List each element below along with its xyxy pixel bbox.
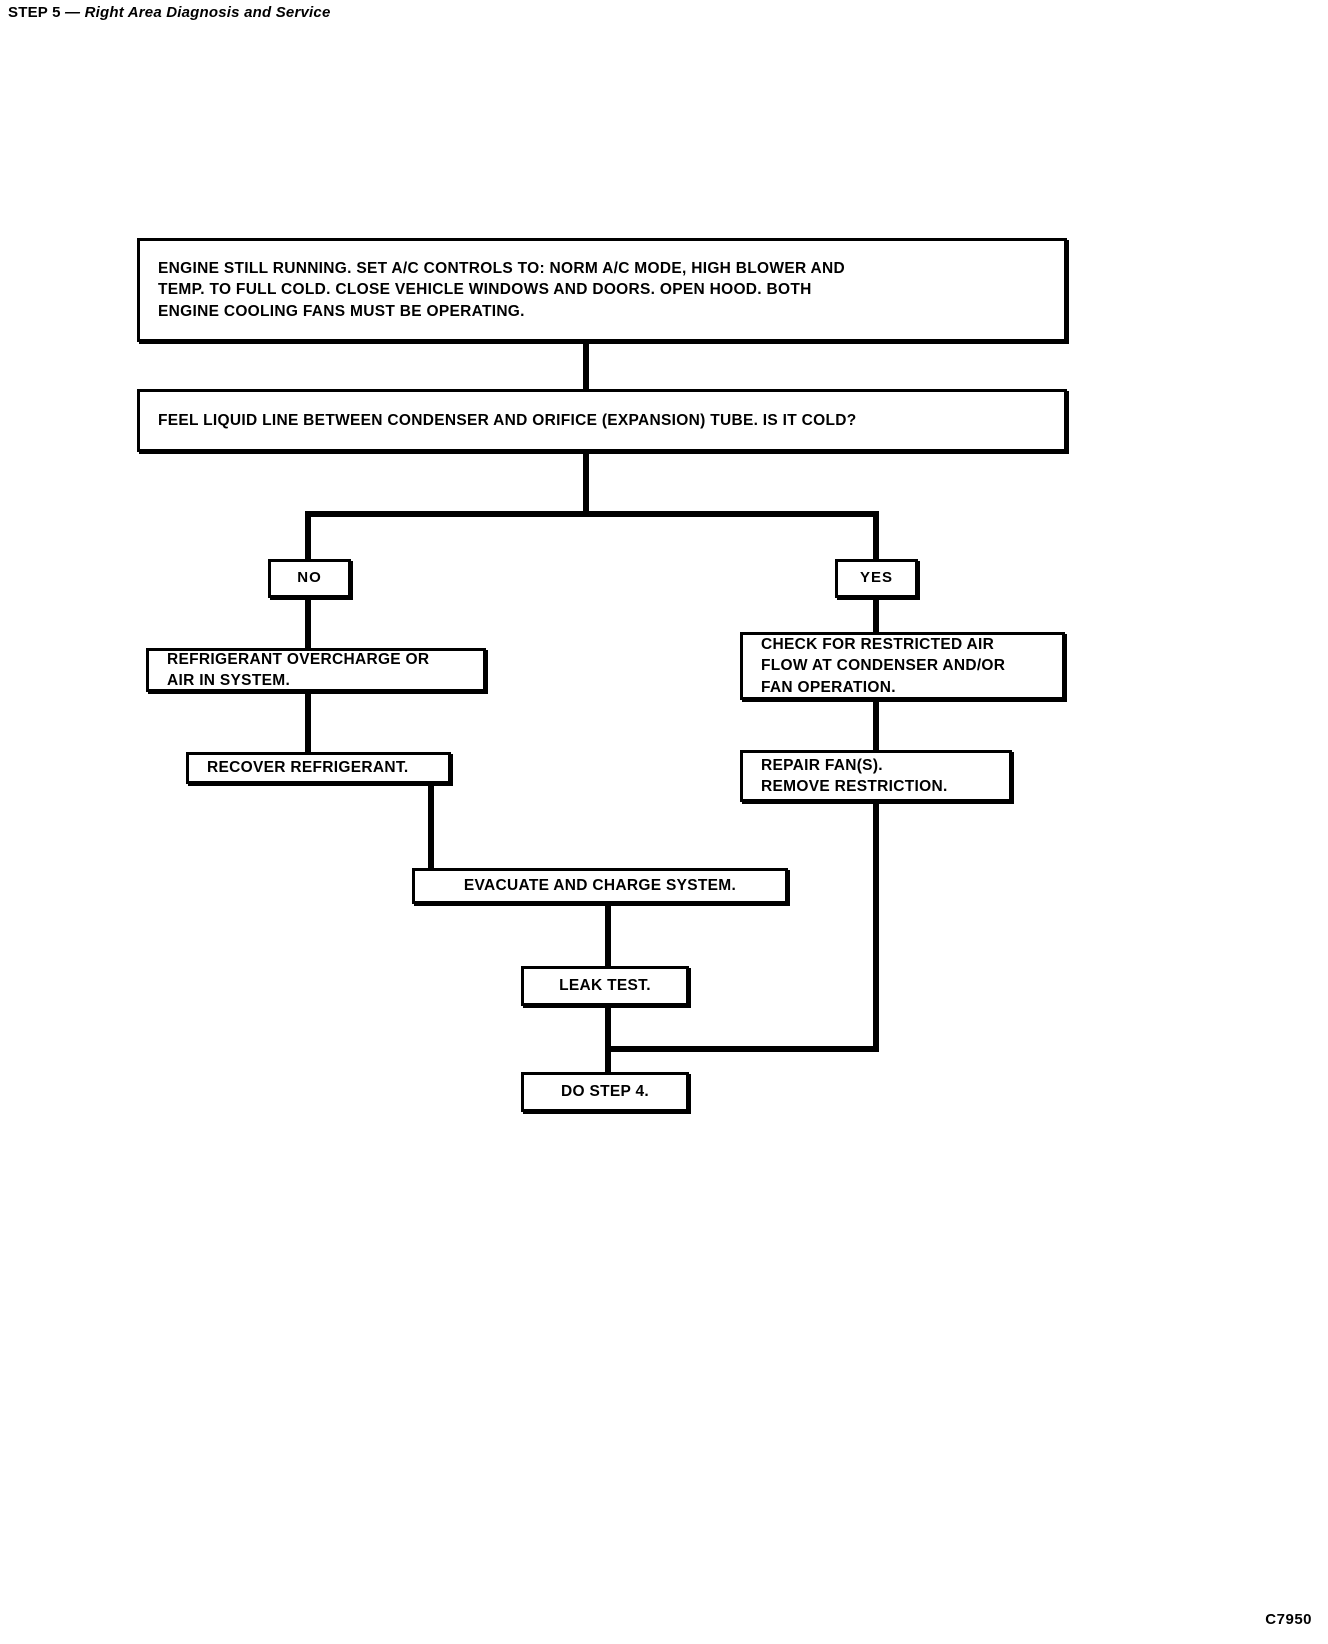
page-header: STEP 5 — Right Area Diagnosis and Servic… (8, 4, 331, 21)
connector-merge-horizontal (605, 1046, 879, 1052)
figure-reference-code: C7950 (1265, 1611, 1312, 1628)
node-do-step-4-text: DO STEP 4. (561, 1083, 649, 1101)
node-evacuate-and-charge: EVACUATE AND CHARGE SYSTEM. (412, 868, 788, 904)
node-evacuate-and-charge-text: EVACUATE AND CHARGE SYSTEM. (463, 877, 737, 895)
connector-setup-to-question (583, 340, 589, 390)
connector-restricted-to-repair (873, 700, 879, 750)
connector-overcharge-to-recover (305, 692, 311, 752)
node-repair-fans-text: REPAIR FAN(S). REMOVE RESTRICTION. (761, 756, 948, 795)
node-recover-refrigerant-text: RECOVER REFRIGERANT. (207, 759, 409, 777)
page-header-step: STEP 5 (8, 4, 61, 21)
node-setup-instructions-text: ENGINE STILL RUNNING. SET A/C CONTROLS T… (158, 259, 845, 320)
connector-branch-to-yes (873, 511, 879, 559)
node-branch-yes: YES (835, 559, 918, 598)
node-question-liquid-line-text: FEEL LIQUID LINE BETWEEN CONDENSER AND O… (158, 411, 857, 429)
connector-repair-down (873, 802, 879, 1050)
node-do-step-4: DO STEP 4. (521, 1072, 689, 1112)
connector-branch-to-no (305, 511, 311, 559)
node-branch-no-text: NO (297, 569, 322, 587)
connector-question-down (583, 452, 589, 514)
page-header-dash: — (65, 4, 81, 21)
connector-branch-horizontal (305, 511, 879, 517)
node-leak-test-text: LEAK TEST. (559, 977, 651, 995)
connector-leaktest-down (605, 1006, 611, 1072)
node-check-restricted-airflow-text: CHECK FOR RESTRICTED AIR FLOW AT CONDENS… (761, 635, 1006, 696)
connector-recover-down (428, 784, 434, 868)
connector-yes-to-restricted (873, 598, 879, 632)
page-header-title: Right Area Diagnosis and Service (84, 4, 331, 21)
node-branch-yes-text: YES (859, 569, 893, 587)
node-refrigerant-overcharge: REFRIGERANT OVERCHARGE OR AIR IN SYSTEM. (146, 648, 486, 692)
node-check-restricted-airflow: CHECK FOR RESTRICTED AIR FLOW AT CONDENS… (740, 632, 1065, 700)
node-refrigerant-overcharge-text: REFRIGERANT OVERCHARGE OR AIR IN SYSTEM. (167, 650, 430, 689)
node-leak-test: LEAK TEST. (521, 966, 689, 1006)
node-recover-refrigerant: RECOVER REFRIGERANT. (186, 752, 451, 784)
node-repair-fans: REPAIR FAN(S). REMOVE RESTRICTION. (740, 750, 1012, 802)
connector-no-to-overcharge (305, 598, 311, 648)
node-setup-instructions: ENGINE STILL RUNNING. SET A/C CONTROLS T… (137, 238, 1067, 342)
node-branch-no: NO (268, 559, 351, 598)
connector-evacuate-to-leaktest (605, 904, 611, 966)
node-question-liquid-line: FEEL LIQUID LINE BETWEEN CONDENSER AND O… (137, 389, 1067, 452)
